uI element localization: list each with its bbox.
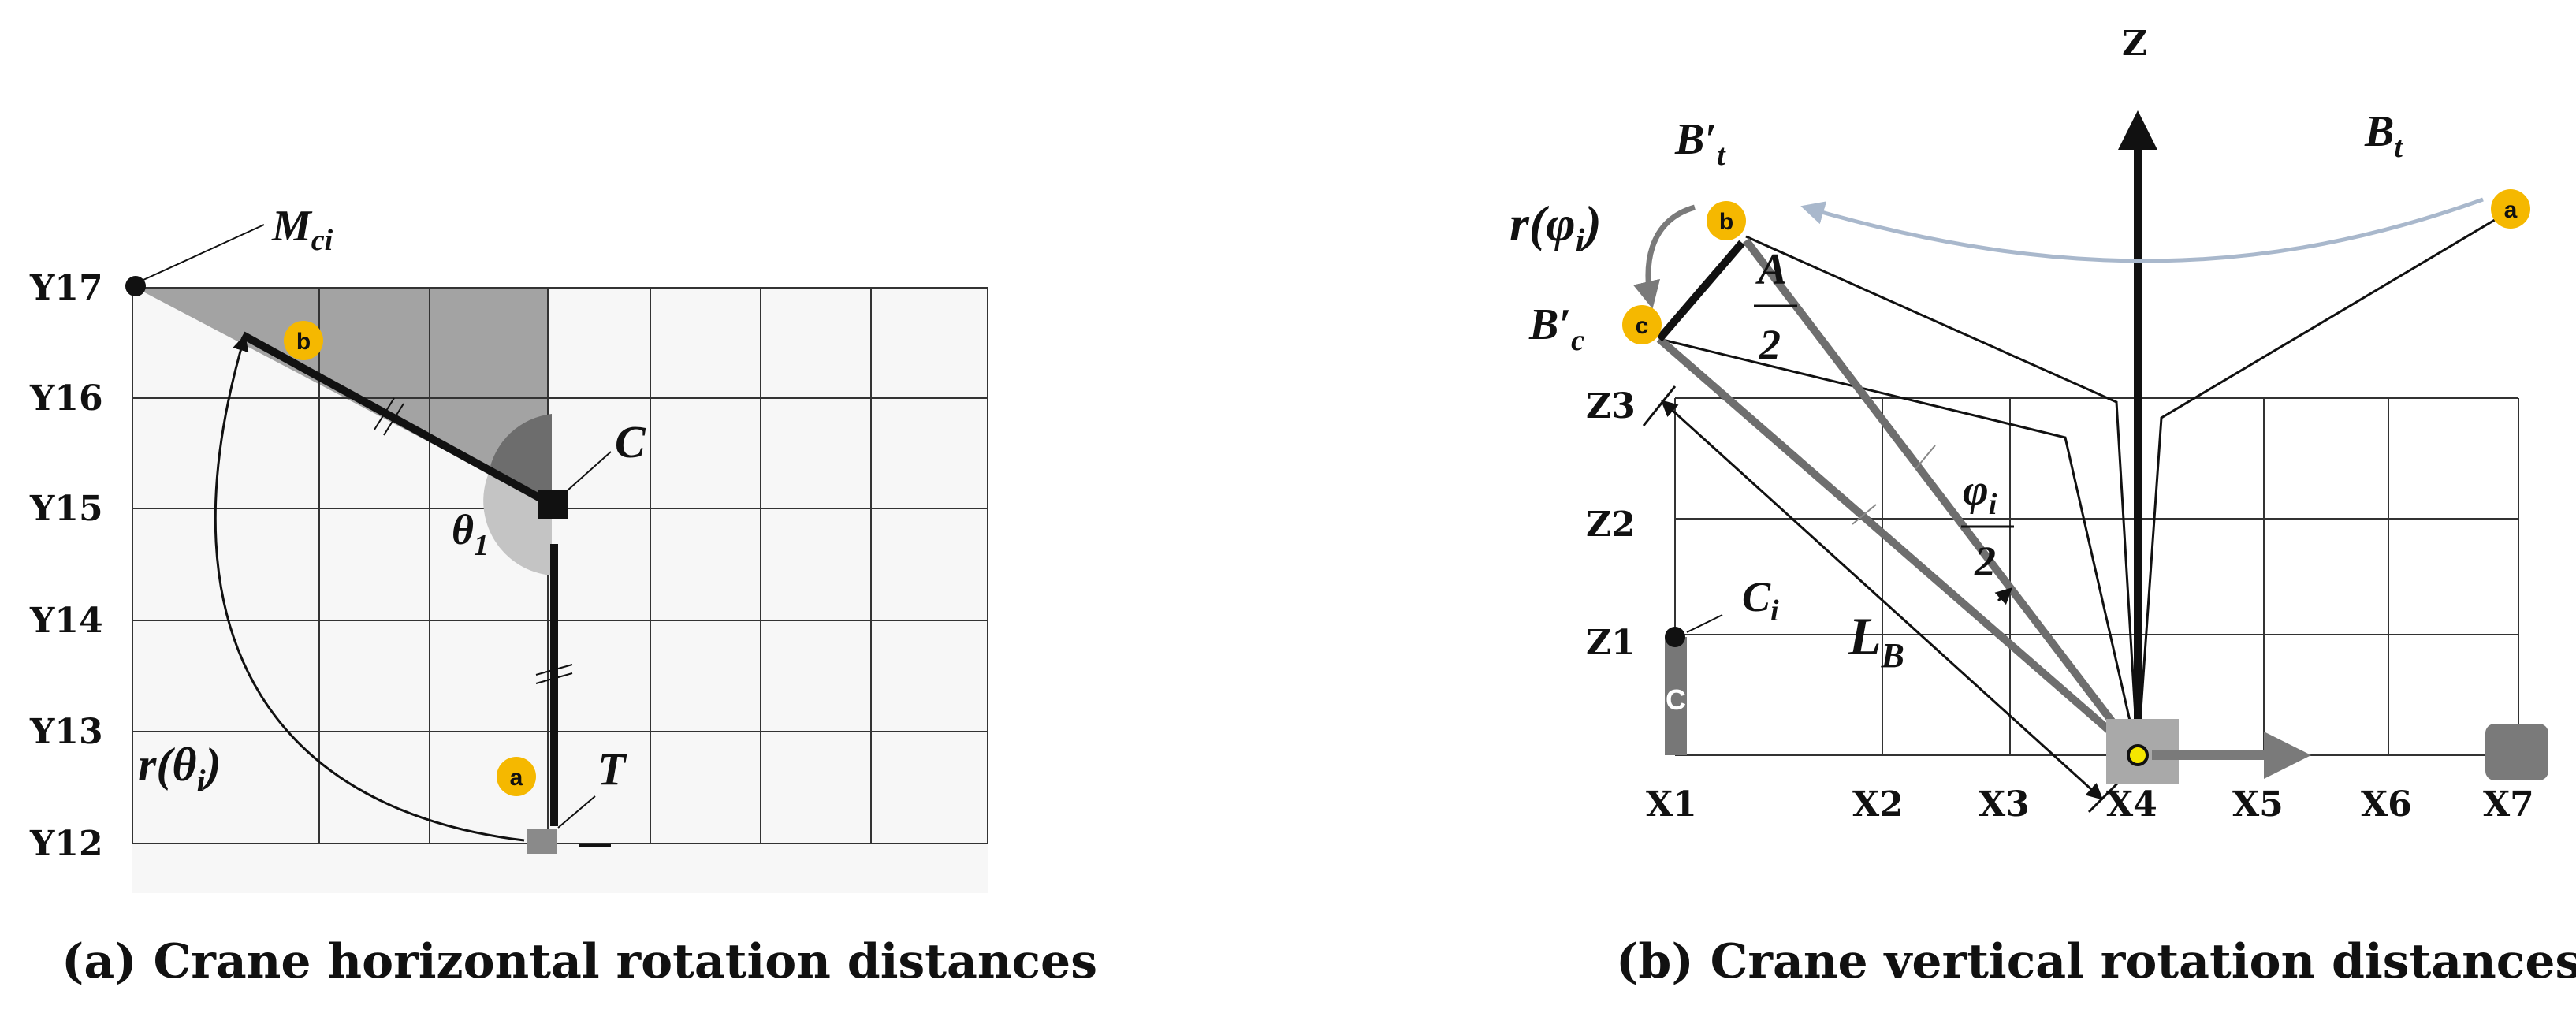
panel-a: Y17 Y16 Y15 Y14 Y13 Y12 Mci C θ1 T <box>29 202 1097 989</box>
crane-c-column <box>1665 637 1687 755</box>
marker-a: a <box>2491 189 2530 229</box>
x-axis-labels: X1 X2 X3 X4 X5 X6 X7 <box>1646 784 2534 825</box>
svg-text:a: a <box>510 765 523 791</box>
pivot-point <box>2127 744 2149 766</box>
x-label: X3 <box>1979 784 2030 825</box>
y-label: Y16 <box>29 378 103 419</box>
z-axis-label: Z <box>2122 24 2147 64</box>
z-label: Z1 <box>1586 623 1636 663</box>
x-label: X1 <box>1646 784 1697 825</box>
bc-prime-label: B′c <box>1528 300 1584 357</box>
mci-label: Mci <box>271 202 333 257</box>
ci-label: Ci <box>1742 573 1779 628</box>
a-frac-num: A <box>1755 245 1787 294</box>
svg-text:c: c <box>1636 313 1649 339</box>
t-leader <box>557 795 596 829</box>
z-label: Z2 <box>1586 505 1636 545</box>
lb-label: LB <box>1848 606 1904 675</box>
marker-c: c <box>1622 305 1662 344</box>
marker-b: b <box>284 321 323 360</box>
y-label: Y13 <box>29 712 103 752</box>
tower-base-t <box>527 829 557 854</box>
x-label: X5 <box>2232 784 2284 825</box>
y-label: Y12 <box>29 824 103 864</box>
tick-mark <box>383 403 404 436</box>
horizontal-rotation-arc <box>214 333 525 842</box>
r-theta-label: r(θi) <box>138 739 221 799</box>
y-axis-labels: Y17 Y16 Y15 Y14 Y13 Y12 <box>29 268 103 864</box>
c-leader <box>567 451 612 491</box>
tick-mark <box>535 672 573 684</box>
target-block <box>2485 724 2548 780</box>
r-phi-arc <box>1632 204 1696 309</box>
tick-mark <box>535 664 573 676</box>
z-label: Z3 <box>1586 386 1636 426</box>
phi-frac-num: φi <box>1963 466 1997 521</box>
c-label: C <box>615 416 646 467</box>
tick-mark <box>374 397 395 430</box>
a-frac-den: 2 <box>1759 321 1781 368</box>
y-label: Y15 <box>29 489 103 529</box>
svg-text:a: a <box>2504 197 2518 223</box>
t-label: T <box>597 743 627 795</box>
x-label: X2 <box>1852 784 1904 825</box>
bt-prime-label: B′t <box>1674 115 1726 172</box>
boom-bc-prime <box>1656 336 2141 758</box>
r-phi-label: r(φi) <box>1509 196 1602 259</box>
lb-end-tick <box>1642 385 1677 426</box>
phi-angle-tick <box>1994 587 2013 605</box>
lb-dimension <box>1660 400 2104 800</box>
ci-leader <box>1686 614 1723 633</box>
lb-end-tick <box>2087 779 2122 814</box>
panel-a-grid <box>132 287 988 844</box>
theta-sector-dark <box>489 414 552 505</box>
theta-label: θ1 <box>452 506 489 562</box>
panel-b: Z3 Z2 Z1 X1 X2 X3 X4 X5 X6 X7 Z <box>1509 24 2576 989</box>
jib-b-c <box>1656 240 1745 342</box>
svg-text:b: b <box>1719 209 1733 235</box>
x-label: X6 <box>2361 784 2412 825</box>
tick-mark <box>1915 445 1936 470</box>
panel-a-caption: (a) Crane horizontal rotation distances <box>61 934 1097 989</box>
panel-b-caption: (b) Crane vertical rotation distances <box>1616 934 2576 989</box>
mci-leader <box>143 224 265 281</box>
panel-a-grid-bg <box>132 288 988 893</box>
x-label: X7 <box>2483 784 2534 825</box>
mci-point <box>125 276 146 296</box>
marker-a: a <box>497 757 536 796</box>
y-label: Y17 <box>29 268 103 308</box>
crane-center-c <box>538 490 568 519</box>
x-label: X4 <box>2106 784 2157 825</box>
svg-text:b: b <box>296 329 311 355</box>
bt-label: Bt <box>2364 107 2403 164</box>
horizontal-boom <box>240 331 554 508</box>
phi-frac-den: 2 <box>1974 538 1996 585</box>
marker-b: b <box>1707 201 1746 240</box>
vertical-rotation-arc <box>1800 197 2484 263</box>
ci-point <box>1665 627 1685 647</box>
y-label: Y14 <box>29 601 103 641</box>
crane-c-label: C <box>1666 683 1686 716</box>
